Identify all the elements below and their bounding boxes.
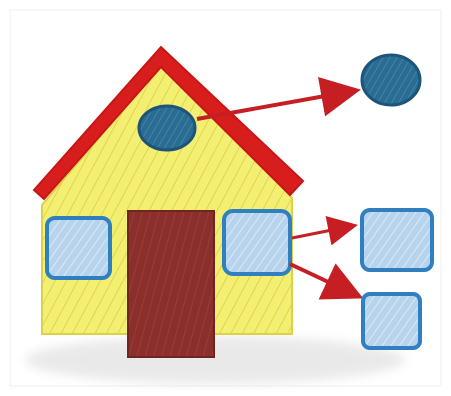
detached-square-upper xyxy=(362,210,432,270)
detached-square-lower xyxy=(363,294,420,348)
round-window xyxy=(139,106,195,150)
left-window xyxy=(47,218,110,278)
door xyxy=(128,211,214,357)
detached-circle xyxy=(362,55,420,105)
right-window xyxy=(224,211,290,274)
